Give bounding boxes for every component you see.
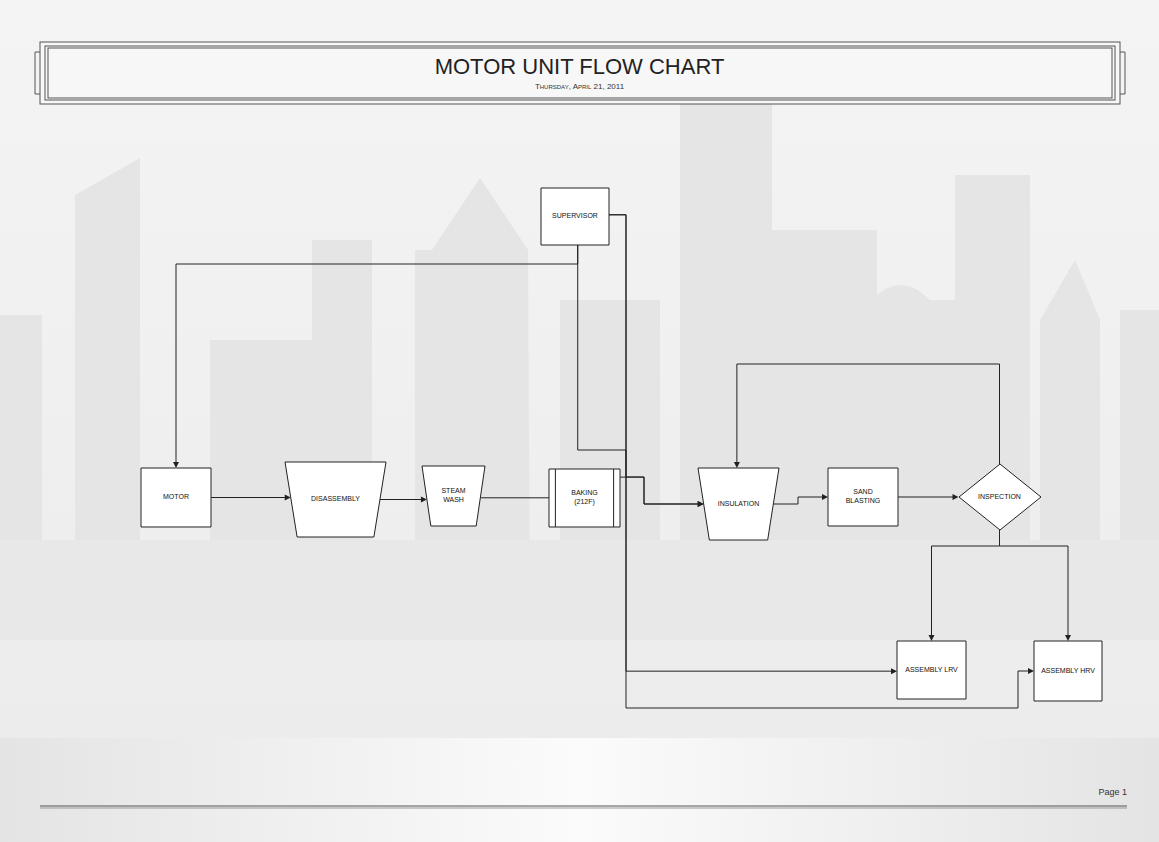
chart-title: MOTOR UNIT FLOW CHART <box>0 54 1159 80</box>
text-holder: INSULATION <box>718 500 760 509</box>
process-box: SAND BLASTING <box>828 468 898 526</box>
outline-part <box>698 468 779 540</box>
connector-line <box>620 477 699 504</box>
node-label: SAND BLASTING <box>843 488 883 506</box>
outline-part <box>285 462 386 537</box>
connector-line <box>176 245 578 463</box>
flow-connector <box>898 494 959 500</box>
arrowhead <box>285 495 291 501</box>
flow-connector <box>578 245 704 507</box>
skyline <box>0 100 1159 640</box>
footer-rule <box>40 808 1127 809</box>
flow-connector <box>480 497 549 498</box>
manual-operation-box: DISASSEMBLY <box>285 462 386 537</box>
outline-part <box>828 468 898 526</box>
connector-line <box>211 497 286 498</box>
connector-line <box>898 497 954 498</box>
connector-line <box>773 497 823 504</box>
outline-part <box>959 464 1041 530</box>
page-number: Page 1 <box>1098 787 1127 797</box>
text-holder: SAND BLASTING <box>843 488 883 506</box>
outline-part <box>897 641 966 699</box>
connector-line <box>737 364 1000 464</box>
chart-date: Thursday, April 21, 2011 <box>0 82 1159 91</box>
flow-connector <box>773 494 828 504</box>
node-label: DISASSEMBLY <box>311 495 360 504</box>
node-label: INSPECTION <box>978 493 1021 502</box>
manual-operation-box: INSULATION <box>698 468 779 540</box>
flow-connector <box>609 215 1034 708</box>
arrowhead <box>421 497 427 503</box>
text-holder: MOTOR <box>163 493 189 502</box>
flow-connector <box>173 245 578 468</box>
footer-band <box>0 738 1159 842</box>
connector-line <box>932 530 1000 636</box>
text-holder: STEAM WASH <box>436 487 472 505</box>
flow-connector <box>380 497 427 503</box>
connector-line <box>480 497 549 498</box>
process-box: ASSEMBLY LRV <box>897 641 966 699</box>
flow-connector <box>609 215 897 674</box>
arrowhead <box>929 635 935 641</box>
process-box: ASSEMBLY HRV <box>1034 641 1102 701</box>
decision-diamond: INSPECTION <box>959 464 1041 530</box>
node-label: MOTOR <box>163 493 189 502</box>
process-box: SUPERVISOR <box>541 188 609 245</box>
arrowhead <box>1028 668 1034 674</box>
node-label: ASSEMBLY LRV <box>905 666 958 675</box>
node-label: BAKING (212F) <box>567 489 603 507</box>
node-label: STEAM WASH <box>436 487 472 505</box>
process-box: MOTOR <box>141 468 211 527</box>
node-label: SUPERVISOR <box>552 212 598 221</box>
flow-connector <box>620 477 704 507</box>
connector-line <box>609 215 892 671</box>
outline-part <box>549 469 620 527</box>
flow-connector <box>734 364 1000 468</box>
flow-connector <box>929 530 1000 641</box>
connector-line <box>1000 530 1069 636</box>
text-holder: ASSEMBLY HRV <box>1041 667 1095 676</box>
manual-operation-box: STEAM WASH <box>422 466 485 526</box>
arrowhead <box>698 501 704 507</box>
flow-connector <box>211 495 291 501</box>
connector-line <box>380 499 422 500</box>
outline-part <box>613 469 614 527</box>
node-label: INSULATION <box>718 500 760 509</box>
text-holder: SUPERVISOR <box>552 212 598 221</box>
text-holder: ASSEMBLY LRV <box>905 666 958 675</box>
predefined-process-box: BAKING (212F) <box>549 469 620 527</box>
arrowhead <box>822 494 828 500</box>
connector-line <box>578 245 699 504</box>
footer-rule <box>40 806 1127 807</box>
arrowhead <box>173 462 179 468</box>
outline-part <box>555 469 556 527</box>
arrowhead <box>953 494 959 500</box>
arrowhead <box>734 462 740 468</box>
connector-line <box>609 215 1029 708</box>
node-label: ASSEMBLY HRV <box>1041 667 1095 676</box>
arrowhead <box>698 501 704 507</box>
arrowhead <box>891 668 897 674</box>
arrowhead <box>1065 635 1071 641</box>
text-holder: INSPECTION <box>978 493 1021 502</box>
outline-part <box>1034 641 1102 701</box>
text-holder: BAKING (212F) <box>567 489 603 507</box>
flow-connector <box>1000 530 1072 641</box>
outline-part <box>541 188 609 245</box>
outline-part <box>141 468 211 527</box>
outline-part <box>422 466 485 526</box>
text-holder: DISASSEMBLY <box>311 495 360 504</box>
